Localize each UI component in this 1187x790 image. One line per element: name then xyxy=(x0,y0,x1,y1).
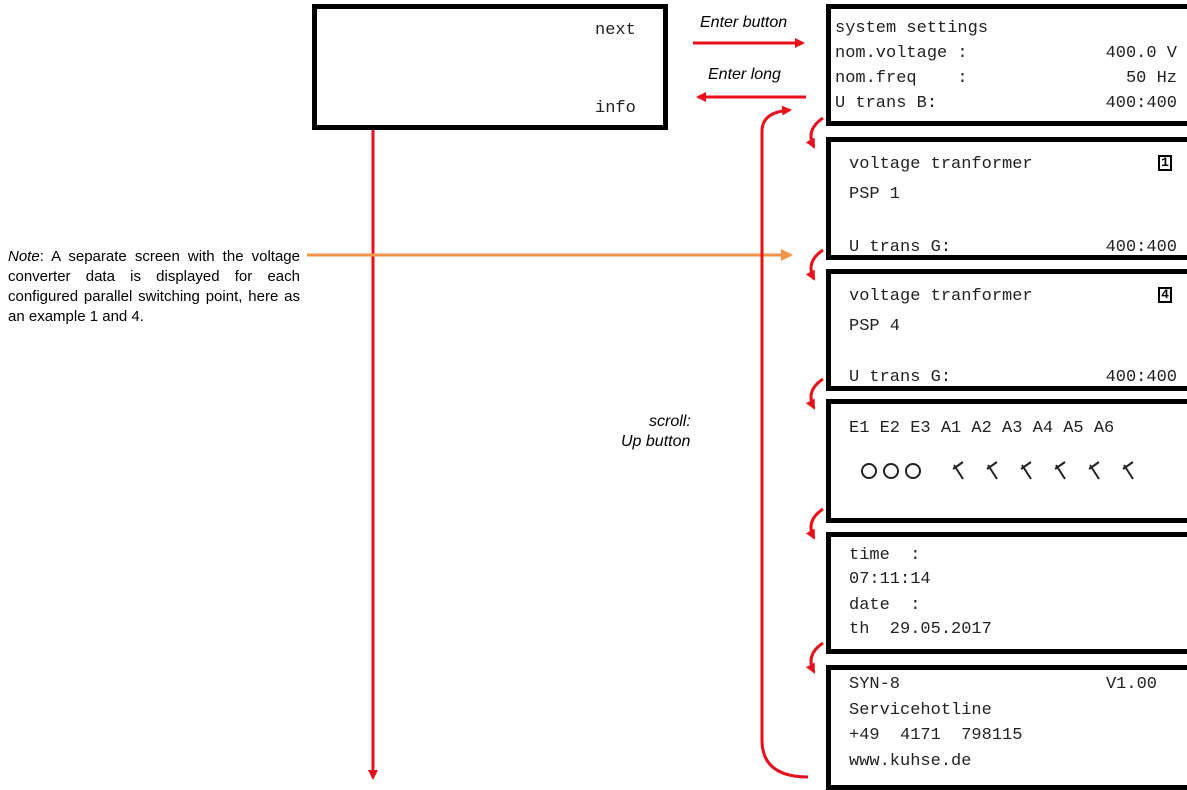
enter-button-label: Enter button xyxy=(700,14,788,31)
output-a5-icon xyxy=(1088,461,1100,480)
nom-voltage-value: 400.0 V xyxy=(1105,44,1177,63)
u-trans-g-label: U trans G: xyxy=(849,238,952,257)
input-e3-icon xyxy=(905,463,921,479)
output-a1-icon xyxy=(952,461,964,480)
website: www.kuhse.de xyxy=(849,752,972,771)
psp-label: PSP 4 xyxy=(849,317,901,336)
service-hotline-label: Servicehotline xyxy=(849,701,992,720)
psp-label: PSP 1 xyxy=(849,185,901,204)
output-a3-icon xyxy=(1020,461,1032,480)
io-symbols xyxy=(861,461,1134,480)
scroll-curve-arrow xyxy=(805,116,824,149)
scroll-curve-arrow xyxy=(805,507,824,540)
about-screen: SYN-8 V1.00 Servicehotline +49 4171 7981… xyxy=(826,665,1187,790)
home-screen: next info xyxy=(312,4,668,130)
scroll-curve-arrow xyxy=(805,377,824,410)
voltage-transformer-1-screen: voltage tranformer 1 PSP 1 U trans G: 40… xyxy=(826,137,1187,260)
info-label: info xyxy=(595,99,636,118)
note-prefix: Note xyxy=(8,248,40,265)
voltage-transformer-4-screen: voltage tranformer 4 PSP 4 U trans G: 40… xyxy=(826,269,1187,391)
screen-title: voltage tranformer xyxy=(849,287,1033,306)
note-body: : A separate screen with the voltage con… xyxy=(8,248,300,325)
scroll-curve-arrow xyxy=(805,248,824,281)
device-name: SYN-8 xyxy=(849,675,901,694)
nom-freq-label: nom.freq : xyxy=(835,69,968,88)
time-date-screen: time : 07:11:14 date : th 29.05.2017 xyxy=(826,532,1187,654)
u-trans-b-label: U trans B: xyxy=(835,94,938,113)
u-trans-b-value: 400:400 xyxy=(1105,94,1177,113)
u-trans-g-value: 400:400 xyxy=(1105,238,1177,257)
output-a4-icon xyxy=(1054,461,1066,480)
input-e1-icon xyxy=(861,463,877,479)
next-label: next xyxy=(595,21,636,40)
psp-number-badge: 1 xyxy=(1158,155,1172,171)
hotline-phone: +49 4171 798115 xyxy=(849,726,1023,745)
system-settings-screen: system settings nom.voltage : 400.0 V no… xyxy=(826,4,1187,126)
note-text: Note: A separate screen with the voltage… xyxy=(8,247,300,327)
output-a6-icon xyxy=(1122,461,1134,480)
scroll-label-line2: Up button xyxy=(621,433,691,450)
scroll-curve-arrow xyxy=(805,641,824,674)
io-header: E1 E2 E3 A1 A2 A3 A4 A5 A6 xyxy=(849,419,1115,438)
io-status-screen: E1 E2 E3 A1 A2 A3 A4 A5 A6 xyxy=(826,399,1187,523)
scroll-loop-line xyxy=(760,105,809,779)
psp-number-badge: 4 xyxy=(1158,287,1172,303)
u-trans-g-value: 400:400 xyxy=(1105,368,1177,387)
screen-title: system settings xyxy=(835,19,989,38)
enter-long-label: Enter long xyxy=(708,66,781,83)
date-value: th 29.05.2017 xyxy=(849,620,992,639)
scroll-label-line1: scroll: xyxy=(649,413,691,430)
input-e2-icon xyxy=(883,463,899,479)
time-value: 07:11:14 xyxy=(849,570,931,589)
firmware-version: V1.00 xyxy=(1105,675,1157,694)
time-label: time : xyxy=(849,546,921,565)
date-label: date : xyxy=(849,596,921,615)
nom-voltage-label: nom.voltage : xyxy=(835,44,968,63)
output-a2-icon xyxy=(986,461,998,480)
screen-title: voltage tranformer xyxy=(849,155,1033,174)
nom-freq-value: 50 Hz xyxy=(1125,69,1177,88)
u-trans-g-label: U trans G: xyxy=(849,368,952,387)
